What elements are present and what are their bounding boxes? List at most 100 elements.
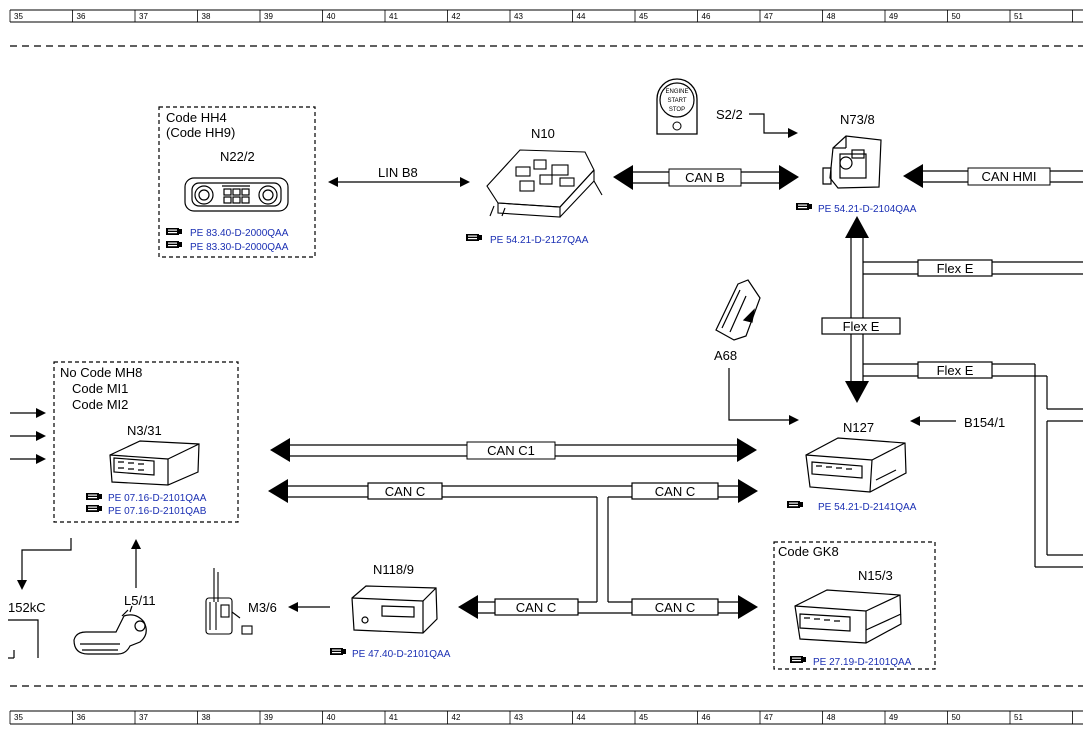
start-button-text-stop: STOP <box>669 107 685 113</box>
lin-b8-connection <box>328 177 470 187</box>
bottom-ruler-label: 49 <box>889 713 898 722</box>
label-a68: A68 <box>714 348 737 363</box>
crankshaft-sensor-icon <box>73 605 147 655</box>
bottom-ruler-label: 37 <box>139 713 148 722</box>
bus-label-can-c-left: CAN C <box>385 484 425 499</box>
bottom-ruler-label: 51 <box>1014 713 1023 722</box>
label-b154-1: B154/1 <box>964 415 1005 430</box>
input-signal-arrows <box>10 408 46 464</box>
top-ruler-label: 46 <box>702 12 711 21</box>
top-ruler-label: 35 <box>14 12 23 21</box>
reference-pointer-icon <box>86 505 102 512</box>
bus-label-flex-e-top: Flex E <box>937 261 974 276</box>
bus-label-can-hmi: CAN HMI <box>982 169 1037 184</box>
top-ruler-label: 48 <box>827 12 836 21</box>
powertrain-control-unit-icon <box>805 437 907 493</box>
reference-pointer-icon <box>790 656 806 663</box>
ref-n73-8[interactable]: PE 54.21-D-2104QAA <box>818 204 917 215</box>
b154-1-signal-arrow <box>910 416 956 426</box>
ref-n127[interactable]: PE 54.21-D-2141QAA <box>818 502 917 513</box>
top-ruler-label: 36 <box>77 12 86 21</box>
bottom-ruler-label: 48 <box>827 713 836 722</box>
bottom-ruler-label: 38 <box>202 713 211 722</box>
label-m3-6: M3/6 <box>248 600 277 615</box>
reference-pointer-icon <box>787 501 803 508</box>
bus-label-flex-e-bottom: Flex E <box>937 363 974 378</box>
group-label-gk8: Code GK8 <box>778 544 839 559</box>
ecu-output-arrow <box>17 538 72 590</box>
a68-signal-arrow <box>728 368 799 425</box>
ref-n3-31-a[interactable]: PE 07.16-D-2101QAA <box>108 493 207 504</box>
group-box-gk8 <box>773 541 936 670</box>
start-button-text-start: START <box>667 98 686 104</box>
fuel-pump-icon <box>205 568 253 635</box>
sam-control-unit-icon <box>486 149 603 218</box>
ref-n118-9[interactable]: PE 47.40-D-2101QAA <box>352 649 451 660</box>
ref-n3-31-b[interactable]: PE 07.16-D-2101QAB <box>108 506 207 517</box>
bottom-ruler-label: 36 <box>77 713 86 722</box>
group-label-hh9: (Code HH9) <box>166 125 235 140</box>
bus-label-can-c-right: CAN C <box>655 484 695 499</box>
top-ruler-label: 42 <box>452 12 461 21</box>
ref-n15-3[interactable]: PE 27.19-D-2101QAA <box>813 657 912 668</box>
ignition-switch-module-icon <box>822 135 882 189</box>
top-ruler-label: 41 <box>389 12 398 21</box>
bus-label-can-b: CAN B <box>685 170 725 185</box>
can-c-network <box>268 479 758 619</box>
bottom-ruler-label: 41 <box>389 713 398 722</box>
ref-n22-2-b[interactable]: PE 83.30-D-2000QAA <box>190 242 289 253</box>
bottom-ruler-label: 44 <box>577 713 586 722</box>
engine-start-stop-button-icon <box>656 78 698 135</box>
bottom-ruler-label: 45 <box>639 713 648 722</box>
label-n10: N10 <box>531 126 555 141</box>
reference-pointer-icon <box>330 648 346 655</box>
reference-pointer-icon <box>166 241 182 248</box>
can-hmi-connection <box>903 164 1083 188</box>
reference-pointer-icon <box>166 228 182 235</box>
bus-label-flex-e-mid: Flex E <box>843 319 880 334</box>
bus-label-can-c-n15: CAN C <box>655 600 695 615</box>
group-label-mi1: Code MI1 <box>72 381 128 396</box>
top-ruler-label: 47 <box>764 12 773 21</box>
l5-11-signal-arrow <box>131 539 141 588</box>
label-152kc: 152kC <box>8 600 46 615</box>
reference-pointer-icon <box>466 234 482 241</box>
group-box-hh4 <box>158 106 316 258</box>
label-n118-9: N118/9 <box>373 562 414 577</box>
group-label-mh8: No Code MH8 <box>60 365 142 380</box>
bottom-ruler-label: 46 <box>702 713 711 722</box>
bottom-ruler-label: 35 <box>14 713 23 722</box>
connector-stub-icon <box>8 619 39 659</box>
group-label-hh4: Code HH4 <box>166 110 227 125</box>
top-ruler-label: 38 <box>202 12 211 21</box>
bus-label-lin-b8: LIN B8 <box>378 165 418 180</box>
group-box-mh8 <box>53 361 239 523</box>
label-n73-8: N73/8 <box>840 112 875 127</box>
bus-label-can-c1: CAN C1 <box>487 443 535 458</box>
bottom-ruler-label: 43 <box>514 713 523 722</box>
top-ruler-label: 51 <box>1014 12 1023 21</box>
bottom-ruler-label: 42 <box>452 713 461 722</box>
top-ruler-label: 49 <box>889 12 898 21</box>
bus-label-can-c-n118: CAN C <box>516 600 556 615</box>
ref-n22-2-a[interactable]: PE 83.40-D-2000QAA <box>190 228 289 239</box>
accelerator-pedal-icon <box>715 279 761 341</box>
bottom-ruler-label: 50 <box>952 713 961 722</box>
label-s2-2: S2/2 <box>716 107 743 122</box>
top-ruler-label: 50 <box>952 12 961 21</box>
label-n3-31: N3/31 <box>127 423 162 438</box>
bottom-ruler-label: 40 <box>327 713 336 722</box>
label-n15-3: N15/3 <box>858 568 893 583</box>
label-n22-2: N22/2 <box>220 149 255 164</box>
top-ruler-label: 39 <box>264 12 273 21</box>
bottom-ruler-label: 47 <box>764 713 773 722</box>
s2-2-signal-arrow <box>749 113 798 138</box>
ref-n10[interactable]: PE 54.21-D-2127QAA <box>490 235 589 246</box>
reference-pointer-icon <box>796 203 812 210</box>
flex-e-network <box>821 216 1083 568</box>
fuel-pump-control-unit-icon <box>351 585 438 634</box>
engine-control-unit-icon <box>109 440 200 486</box>
